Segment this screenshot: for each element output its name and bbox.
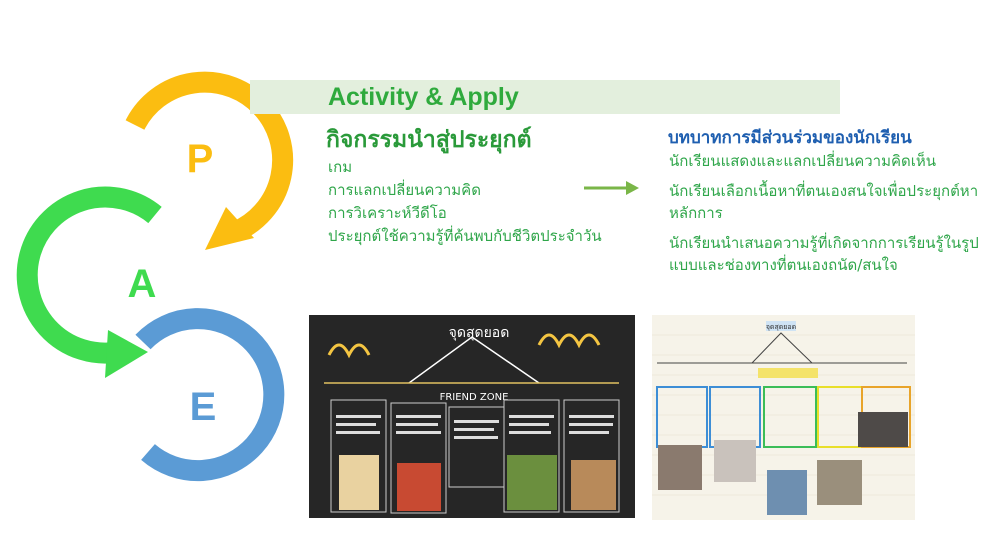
- letter-e: E: [190, 385, 217, 429]
- letter-a: A: [128, 262, 157, 306]
- banner-title: Activity & Apply: [328, 83, 519, 111]
- roles-title: บทบาทการมีส่วนร่วมของนักเรียน: [668, 128, 912, 148]
- chalkboard-heading: จุดสุดยอด: [449, 325, 510, 341]
- activity-list: เกม การแลกเปลี่ยนความคิด การวิเคราะห์วีด…: [328, 156, 602, 248]
- role-item: นักเรียนแสดงและแลกเปลี่ยนความคิดเห็น: [669, 152, 937, 170]
- activity-item: เกม: [328, 158, 353, 176]
- role-item: นักเรียนนำเสนอความรู้ที่เกิดจากการเรียนร…: [669, 234, 979, 274]
- role-item: นักเรียนเลือกเนื้อหาที่ตนเองสนใจเพื่อประ…: [669, 182, 979, 222]
- activity-item: การวิเคราะห์วีดีโอ: [328, 204, 447, 222]
- activity-item: ประยุกต์ใช้ความรู้ที่ค้นพบกับชีวิตประจำว…: [328, 227, 602, 245]
- pae-cycle-diagram: P A E: [16, 71, 294, 482]
- chalkboard-worksheet-photo: จุดสุดยอด FRIEND ZONE: [309, 315, 635, 518]
- activity-item: การแลกเปลี่ยนความคิด: [328, 181, 481, 199]
- e-ring: [135, 308, 285, 482]
- paper-worksheet-photo: จุดสุดยอด: [652, 315, 915, 520]
- a-ring: [16, 186, 162, 378]
- worksheet-heading: จุดสุดยอด: [766, 323, 796, 331]
- right-arrow-icon: [584, 181, 639, 195]
- chalkboard-movie-title: FRIEND ZONE: [440, 392, 509, 403]
- roles-list: นักเรียนแสดงและแลกเปลี่ยนความคิดเห็น นัก…: [669, 150, 989, 284]
- title-banner: [250, 80, 840, 114]
- letter-p: P: [187, 137, 214, 181]
- section-subtitle: กิจกรรมนำสู่ประยุกต์: [326, 127, 532, 153]
